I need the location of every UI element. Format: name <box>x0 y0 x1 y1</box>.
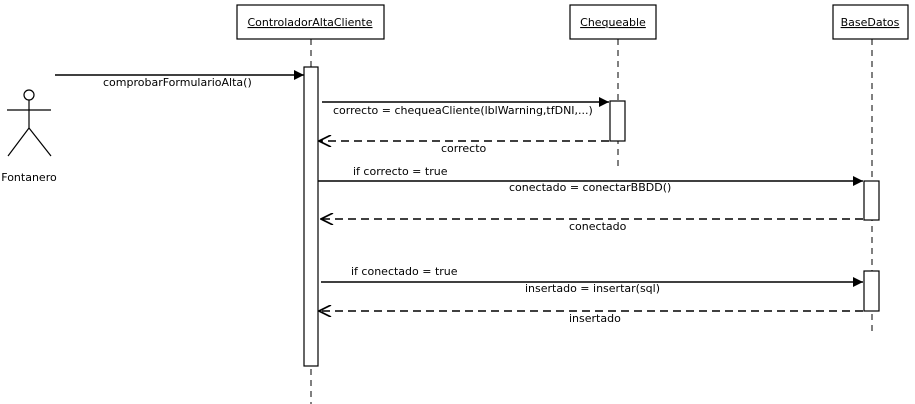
return-insertado: insertado <box>319 311 863 325</box>
guard-correcto: if correcto = true <box>353 165 448 178</box>
activation-basedatos-2 <box>863 270 880 312</box>
message-chequea-cliente: correcto = chequeaCliente(lblWarning,tfD… <box>322 97 609 117</box>
actor-right-leg <box>28 127 52 157</box>
activation-basedatos-1 <box>863 180 880 221</box>
participant-label-chequeable: Chequeable <box>580 16 646 29</box>
activation-controlador <box>303 66 319 367</box>
message-label: correcto = chequeaCliente(lblWarning,tfD… <box>333 104 593 117</box>
activation-chequeable <box>609 100 626 142</box>
participant-box-basedatos <box>832 4 909 40</box>
participant-label-controlador: ControladorAltaCliente <box>248 16 373 29</box>
return-correcto: correcto <box>319 141 609 155</box>
guard-conectado: if conectado = true <box>351 265 458 278</box>
message-label: conectado = conectarBBDD() <box>509 181 671 194</box>
return-conectado: conectado <box>321 219 863 233</box>
return-label: correcto <box>441 142 487 155</box>
return-label: conectado <box>569 220 627 233</box>
actor-label: Fontanero <box>1 171 57 184</box>
return-label: insertado <box>569 312 621 325</box>
message-label: comprobarFormularioAlta() <box>103 76 252 89</box>
message-comprobar-formulario: comprobarFormularioAlta() <box>55 70 304 89</box>
message-insertar: insertado = insertar(sql) <box>321 277 863 295</box>
actor-head <box>23 89 35 101</box>
actor-fontanero: Fontanero <box>1 89 57 184</box>
participant-box-controlador <box>236 4 385 40</box>
lifeline-controlador: ControladorAltaCliente <box>236 4 385 404</box>
participant-box-chequeable <box>569 4 657 40</box>
lifeline-basedatos: BaseDatos <box>832 4 909 335</box>
message-conectar-bbdd: conectado = conectarBBDD() <box>318 176 863 194</box>
participant-label-basedatos: BaseDatos <box>841 16 900 29</box>
message-label: insertado = insertar(sql) <box>525 282 660 295</box>
lifeline-chequeable: Chequeable <box>569 4 657 170</box>
actor-left-leg <box>7 127 30 157</box>
